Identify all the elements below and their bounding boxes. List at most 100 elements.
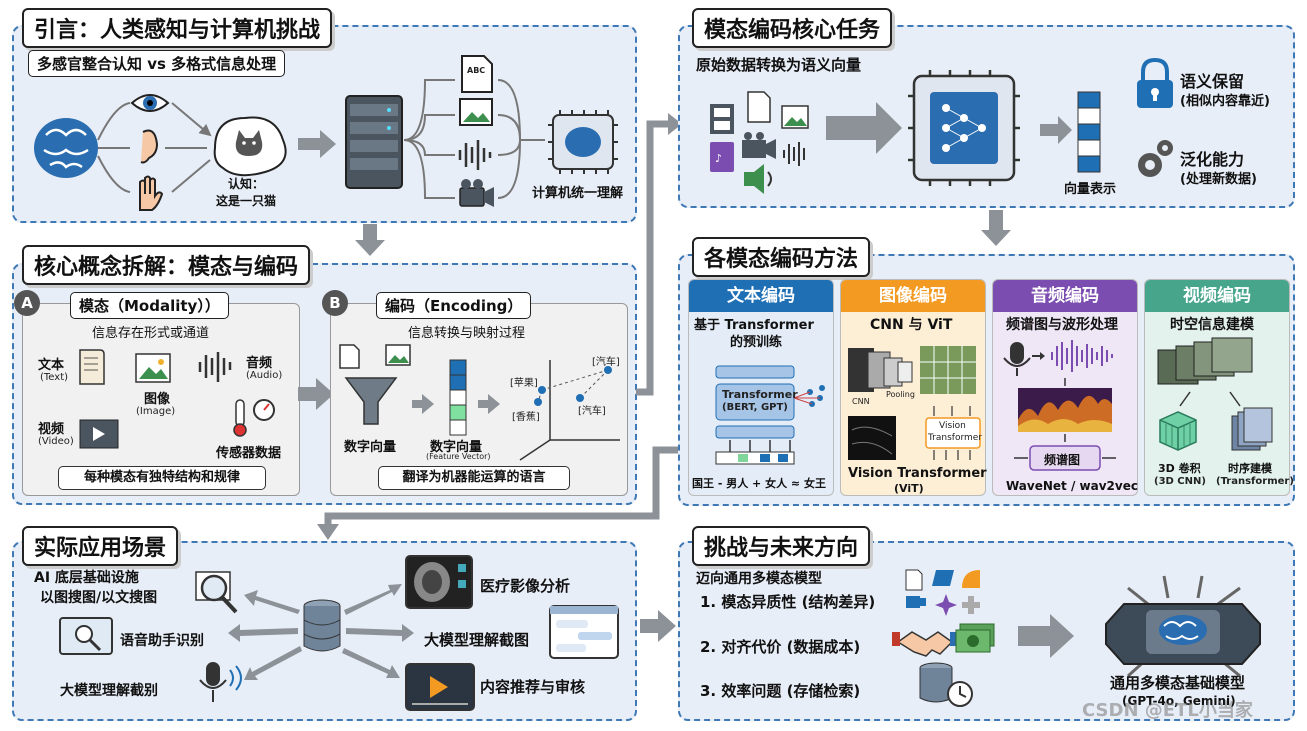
audio-footer: WaveNet / wav2vec [1006, 479, 1138, 493]
microphone-icon [1003, 342, 1031, 376]
feature-vector-icon [449, 359, 467, 436]
apps-title: 实际应用场景 [22, 526, 179, 566]
speaker-icon [744, 164, 772, 194]
db-clock-icon [919, 662, 973, 707]
image-pooling-label: Pooling [886, 390, 915, 399]
modality-sensor-label: 传感器数据 [216, 446, 282, 461]
video-camera-icon [459, 179, 494, 207]
encoding-footer: 翻译为机器能运算的语言 [378, 466, 570, 490]
picture-icon [135, 353, 171, 383]
gears-icon [1138, 140, 1173, 177]
shapes-icon [905, 569, 980, 616]
video-temporal-1: 时序建模 [1228, 462, 1272, 475]
image-desc: CNN 与 ViT [870, 317, 953, 333]
audio-encoding-card: 音频编码 [992, 279, 1138, 496]
future-title: 挑战与未来方向 [692, 526, 871, 566]
future-item-1: 1. 模态异质性 (结构差异) [700, 593, 876, 611]
video-temporal-2: (Transformer) [1216, 476, 1294, 487]
scroll-icon [79, 349, 105, 385]
encoding-vector-en: (Feature Vector) [426, 452, 491, 461]
gauge-icon [253, 399, 275, 421]
video-player-icon [405, 663, 475, 711]
video-cnn3d-1: 3D 卷积 [1158, 462, 1201, 475]
cnn-vit-diagram [848, 346, 981, 460]
image-small-icon [385, 344, 411, 366]
intro-diagram [34, 55, 618, 211]
modality-icons [79, 349, 275, 449]
wave-task-icon [783, 142, 805, 166]
document-icon [461, 55, 493, 93]
apps-speech: 语音助手识别 [120, 633, 204, 649]
eye-icon [130, 94, 170, 112]
future-big-arrow [1018, 614, 1074, 658]
apps-screenshot: 大模型理解截图 [424, 631, 530, 649]
vector-space-icon [519, 360, 620, 461]
apps-diagram [59, 555, 619, 711]
arrow-apps-to-future [640, 610, 676, 642]
modality-audio-label: 音频 [246, 356, 273, 371]
task-sem-desc: (相似内容靠近) [1180, 94, 1270, 109]
audio-diagram [1003, 340, 1116, 471]
encoding-car2: [汽车] [578, 406, 606, 417]
chat-window-icon [549, 605, 619, 659]
video-desc: 时空信息建模 [1170, 317, 1254, 333]
text-desc-2: 的预训练 [730, 335, 783, 350]
audio-desc: 频谱图与波形处理 [1006, 317, 1118, 333]
mri-icon [405, 555, 473, 609]
encoding-apple: [苹果] [510, 378, 538, 389]
apps-medical: 医疗影像分析 [480, 577, 571, 595]
task-diagram: ♪ [710, 57, 1173, 194]
arrow-intro-to-core [355, 224, 385, 256]
cat-label-2: 这是一只猫 [216, 194, 277, 208]
task-vector-label: 向量表示 [1064, 182, 1117, 197]
modality-video-en: (Video) [38, 436, 74, 447]
image-footer-1: Vision Transformer [848, 466, 987, 481]
future-item-2: 2. 对齐代价 (数据成本) [700, 638, 861, 656]
video-encoding-header: 视频编码 [1145, 280, 1289, 312]
modality-badge: A [14, 290, 40, 316]
arrow-core-to-task [636, 113, 682, 396]
modality-video-label: 视频 [38, 422, 65, 437]
image-footer-2: (ViT) [894, 482, 924, 495]
arrow-modality-to-encoding [298, 378, 334, 410]
arrow-task-to-methods [981, 210, 1011, 246]
database-icon [303, 599, 341, 652]
image-cnn-label: CNN [852, 397, 870, 406]
cat-label-1: 认知： [228, 177, 265, 191]
doc-small-icon [339, 344, 360, 369]
task-big-arrow [826, 102, 902, 154]
future-goal: 通用多模态基础模型 [1110, 674, 1246, 692]
encoding-badge: B [322, 290, 348, 316]
future-item-3: 3. 效率问题 (存储检索) [700, 682, 861, 700]
film-icon [79, 419, 119, 449]
lock-icon [1137, 57, 1173, 108]
ai-chip-icon [548, 110, 618, 174]
screen-search-icon [59, 617, 113, 655]
text-block-1: Transformer [722, 388, 798, 401]
thermometer-icon [233, 399, 247, 437]
modality-text-en: (Text) [40, 372, 69, 383]
encoding-desc: 信息转换与映射过程 [408, 326, 526, 341]
music-file-icon: ♪ [710, 142, 734, 172]
apps-recommend: 内容推荐与审核 [480, 678, 586, 696]
encoding-icons [339, 344, 620, 461]
intro-subtitle: 多感官整合认知 vs 多格式信息处理 [28, 50, 286, 77]
apps-search: 以图搜图/以文搜图 [40, 590, 158, 606]
img-task-icon [781, 105, 809, 129]
video-diagram [1157, 337, 1273, 451]
camera-task-icon [742, 132, 776, 159]
waveform-icon [458, 140, 492, 170]
cat-thought-icon [213, 116, 287, 177]
intro-title: 引言：人类感知与计算机挑战 [22, 8, 333, 48]
intro-arrow [298, 130, 336, 158]
core-title: 核心概念拆解：模态与编码 [22, 245, 311, 285]
transformer-diagram [715, 365, 825, 465]
doc-icon-text: ABC [467, 66, 486, 75]
task-sem-title: 语义保留 [1180, 72, 1245, 91]
text-formula: 国王 - 男人 + 女人 ≈ 女王 [692, 477, 826, 490]
handshake-icon [892, 631, 958, 657]
task-subtitle: 原始数据转换为语义向量 [696, 56, 862, 74]
temporal-stack-icon [1231, 407, 1273, 451]
task-gen-desc: (处理新数据) [1180, 172, 1257, 187]
